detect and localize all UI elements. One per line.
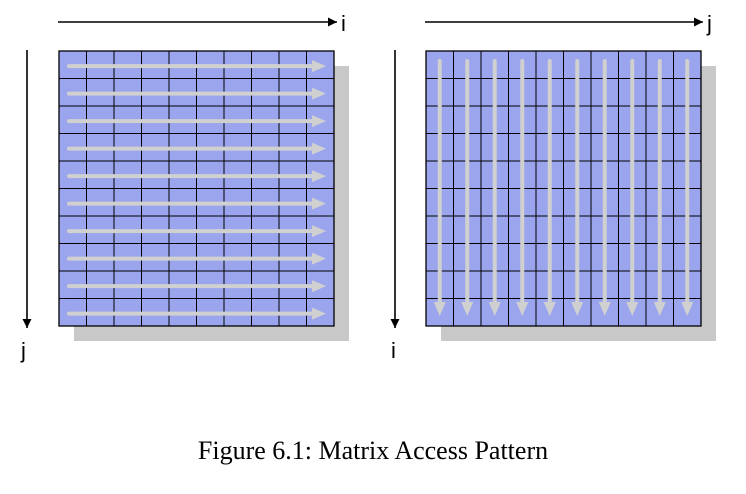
column-access-arrowhead (433, 302, 446, 316)
row-access-arrowhead (312, 252, 326, 265)
left-diagram: i j (20, 11, 349, 363)
column-access-arrowhead (516, 302, 529, 316)
left-matrix-grid (59, 51, 334, 326)
row-access-arrowhead (312, 87, 326, 100)
row-access-arrowhead (312, 170, 326, 183)
right-diagram: j i (390, 11, 716, 363)
column-access-arrowhead (598, 302, 611, 316)
left-vertical-axis-label: j (20, 338, 26, 363)
row-access-arrowhead (312, 307, 326, 320)
left-access-arrows (67, 60, 326, 320)
row-access-arrowhead (312, 115, 326, 128)
column-access-arrowhead (571, 302, 584, 316)
row-access-arrowhead (312, 60, 326, 73)
column-access-arrowhead (681, 302, 694, 316)
row-access-arrowhead (312, 280, 326, 293)
row-access-arrowhead (312, 142, 326, 155)
column-access-arrowhead (626, 302, 639, 316)
right-access-arrows (433, 59, 694, 316)
column-access-arrowhead (461, 302, 474, 316)
right-vertical-axis-label: i (391, 338, 396, 363)
column-access-arrowhead (653, 302, 666, 316)
left-matrix-border (58, 50, 335, 327)
right-matrix-grid (426, 51, 701, 326)
right-horizontal-axis-label: j (706, 11, 712, 36)
column-access-arrowhead (488, 302, 501, 316)
column-access-arrowhead (543, 302, 556, 316)
row-access-arrowhead (312, 197, 326, 210)
row-access-arrowhead (312, 225, 326, 238)
right-matrix-border (425, 50, 702, 327)
left-horizontal-axis-label: i (341, 11, 346, 36)
figure-caption: Figure 6.1: Matrix Access Pattern (197, 436, 549, 465)
